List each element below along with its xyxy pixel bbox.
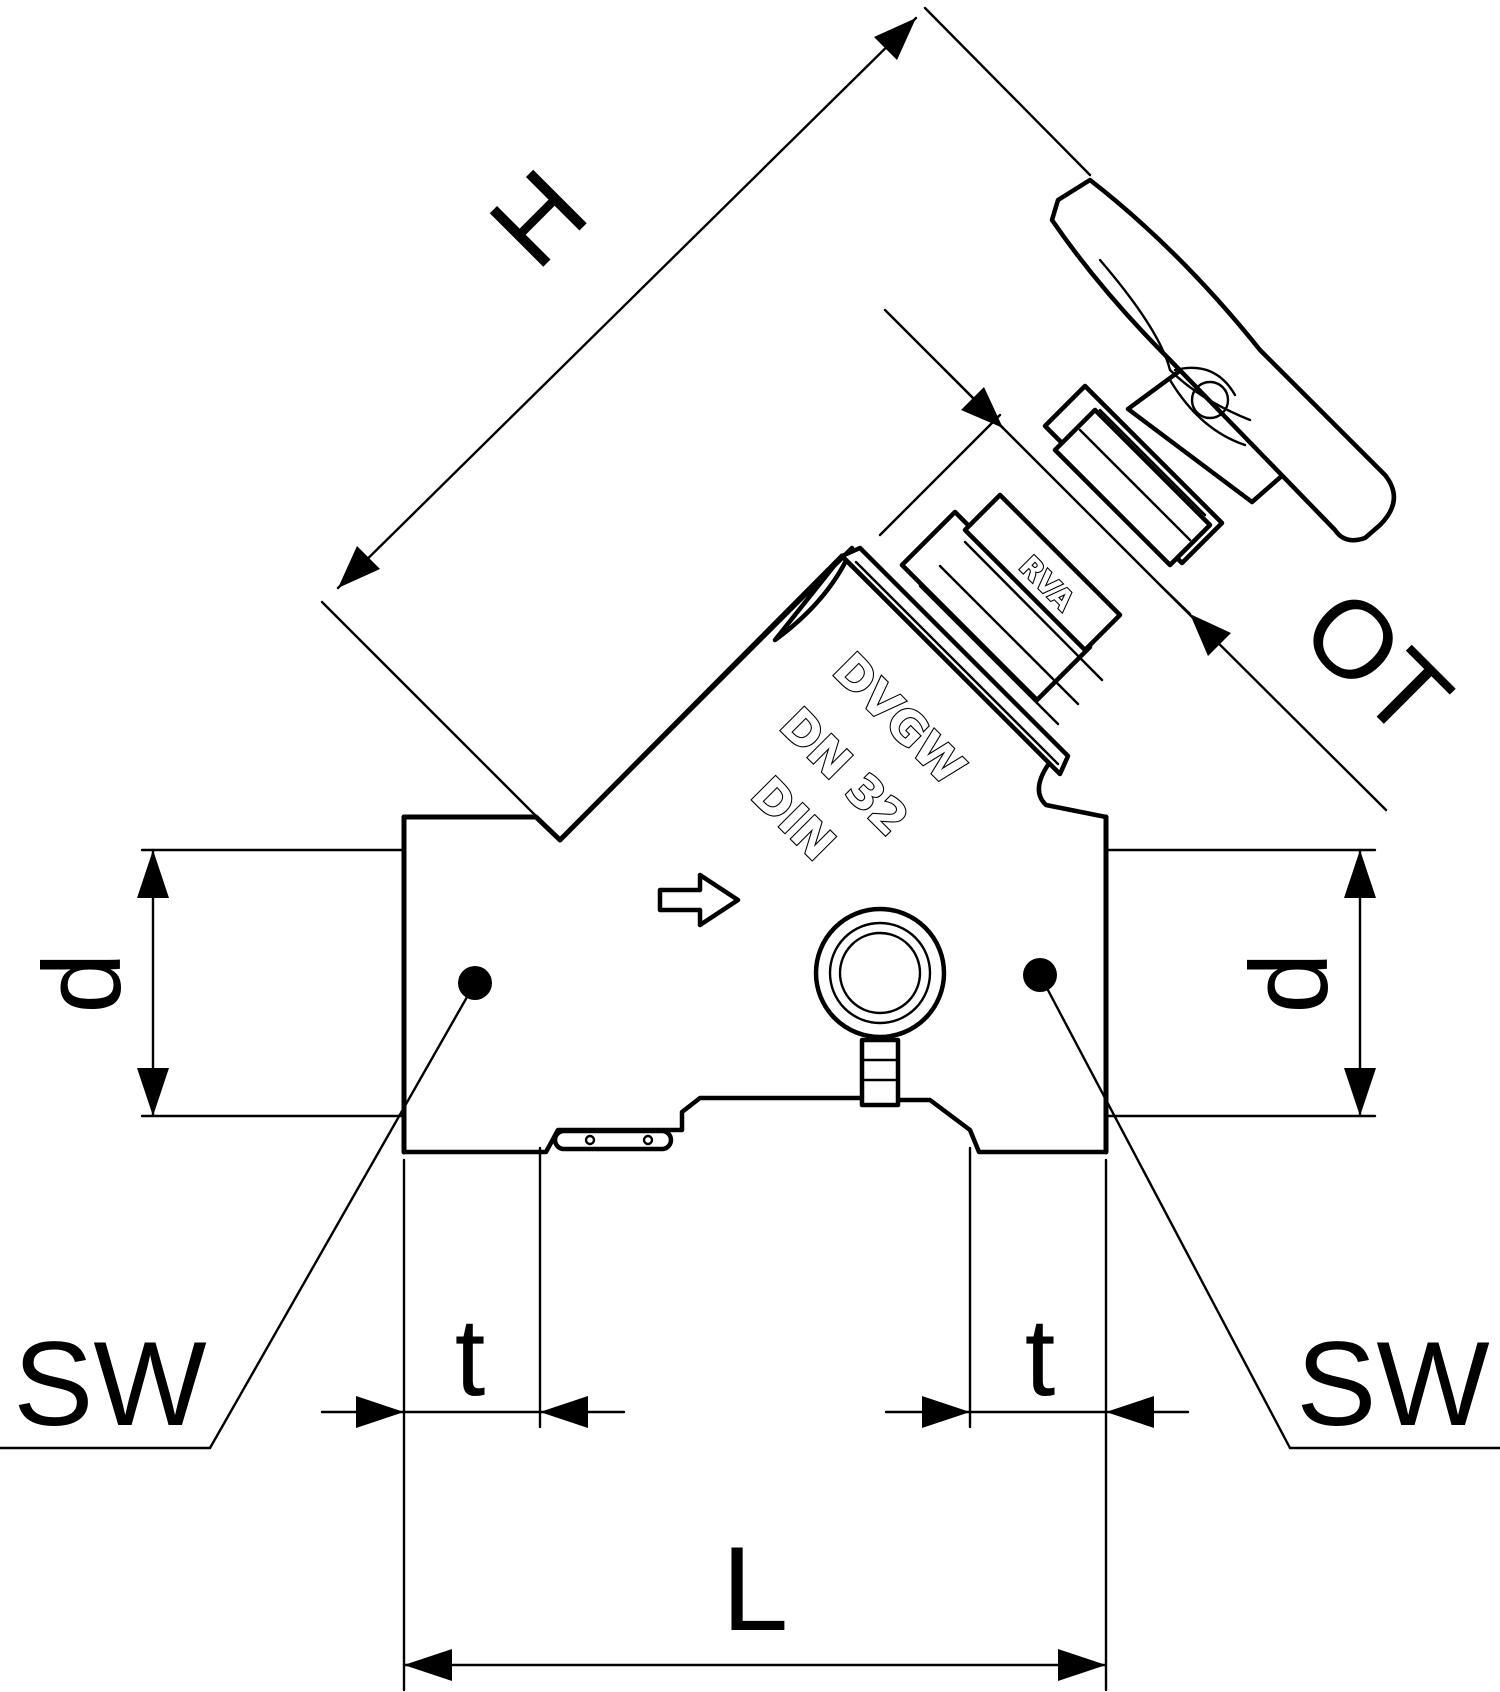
dimension-d-left	[137, 848, 406, 1118]
body-flange	[839, 545, 1071, 777]
dimension-l	[402, 1649, 1108, 1681]
label-d-right: d	[1228, 952, 1351, 1013]
bonnet	[899, 383, 1225, 726]
dimension-t-left	[320, 1146, 626, 1692]
handwheel	[1049, 177, 1396, 543]
label-t-right: t	[1025, 1296, 1056, 1419]
dimension-h	[320, 6, 1092, 822]
drain-port	[552, 1128, 674, 1152]
label-h: H	[467, 147, 610, 290]
label-sw-right: SW	[1296, 1317, 1489, 1451]
test-point	[813, 906, 947, 1108]
dimension-t-right	[884, 1146, 1190, 1692]
leader-sw-left	[0, 966, 492, 1450]
dimension-ot	[878, 308, 1388, 812]
label-d-left: d	[21, 952, 144, 1013]
label-l: L	[722, 1522, 789, 1656]
label-t-left: t	[455, 1296, 486, 1419]
label-sw-left: SW	[13, 1317, 206, 1451]
flow-arrow-icon	[657, 872, 741, 928]
leader-sw-right	[1023, 958, 1500, 1450]
dimension-d-right	[1104, 848, 1377, 1118]
